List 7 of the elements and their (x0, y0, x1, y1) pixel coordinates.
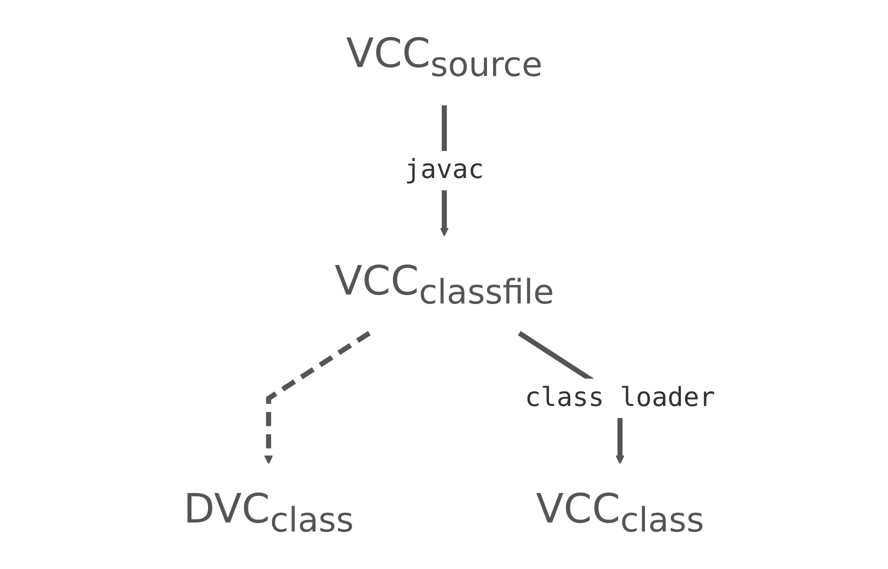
arrow (264, 330, 371, 464)
node-text: VCC$_{classfile}$ (334, 258, 554, 312)
node-text: VCC$_{class}$ (536, 486, 704, 540)
edge-label: javac (404, 154, 484, 186)
edge-label: class loader (525, 382, 716, 414)
node-text: VCC$_{source}$ (346, 30, 543, 84)
node-text: DVC$_{class}$ (184, 486, 354, 540)
